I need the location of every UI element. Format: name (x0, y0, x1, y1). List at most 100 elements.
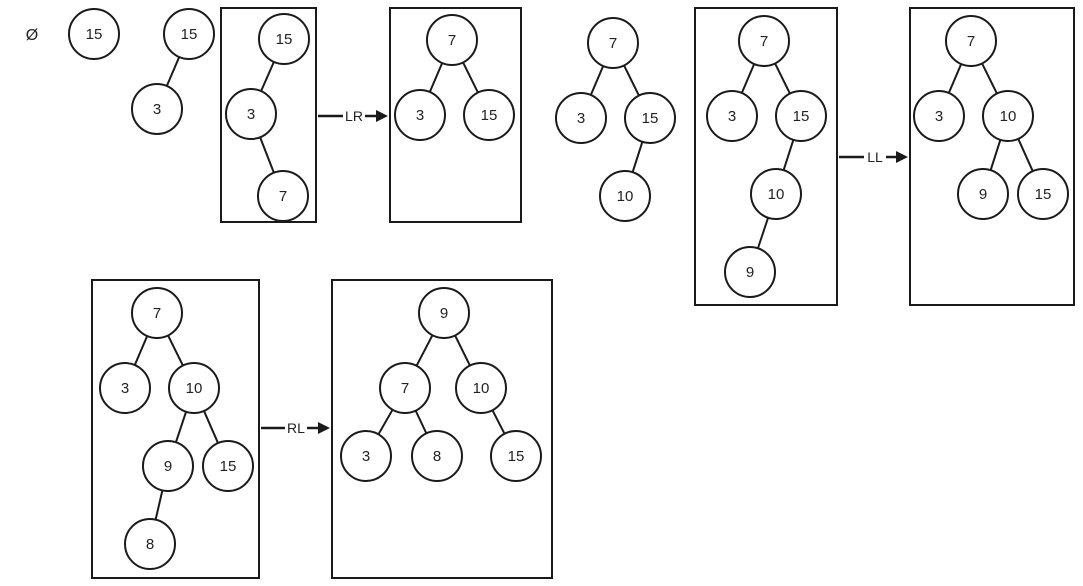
node-circle (68, 8, 120, 60)
node-label: 15 (508, 448, 525, 465)
node-circle (131, 83, 183, 135)
tree-node: 15 (1017, 168, 1069, 220)
node-label: 3 (728, 108, 736, 125)
frames-layer (91, 7, 1075, 579)
tree-node: 8 (124, 518, 176, 570)
node-label: 15 (276, 31, 293, 48)
node-circle (394, 89, 446, 141)
tree-node: 15 (258, 13, 310, 65)
tree-node: 3 (131, 83, 183, 135)
tree-node: 15 (163, 8, 215, 60)
node-label: 9 (164, 458, 172, 475)
tree-edge (589, 65, 605, 96)
node-circle (957, 168, 1009, 220)
node-label: 3 (416, 107, 424, 124)
tree-edge (740, 63, 756, 94)
node-label: 7 (448, 32, 456, 49)
node-label: 9 (746, 264, 754, 281)
tree-node: 15 (624, 92, 676, 144)
node-circle (202, 440, 254, 492)
arrow-head-icon (896, 151, 908, 163)
node-label: 3 (153, 101, 161, 118)
tree-node: 3 (555, 92, 607, 144)
node-label: 3 (577, 110, 585, 127)
node-circle (1017, 168, 1069, 220)
node-circle (124, 518, 176, 570)
tree-edge (154, 490, 164, 520)
rotation-arrow: LL (839, 147, 908, 167)
rotation-label: RL (287, 420, 305, 436)
node-label: 8 (433, 448, 441, 465)
stage-frame-s8 (91, 279, 260, 579)
stage-frame-s4 (389, 7, 522, 223)
node-circle (131, 287, 183, 339)
tree-edge (462, 61, 479, 94)
tree-node: 9 (418, 287, 470, 339)
tree-edge (782, 139, 795, 171)
tree-edge (260, 61, 275, 92)
edges-layer (133, 56, 1034, 520)
tree-edge (454, 334, 471, 367)
node-circle (225, 88, 277, 140)
tree-node: 9 (724, 246, 776, 298)
tree-edge (203, 410, 219, 444)
rotation-label: LL (867, 149, 883, 165)
node-label: 10 (473, 380, 490, 397)
node-label: 15 (86, 26, 103, 43)
tree-node: 10 (599, 170, 651, 222)
node-circle (455, 362, 507, 414)
nodes-layer: 15 15 3 15 3 7 7 3 15 7 3 15 10 7 3 15 10 9 7 3 10 9 15 7 3 10 9 15… (68, 8, 1069, 570)
tree-edge (774, 62, 791, 95)
tree-edge (989, 139, 1002, 171)
node-label: 15 (220, 458, 237, 475)
node-label: 7 (609, 35, 617, 52)
node-circle (379, 362, 431, 414)
node-circle (624, 92, 676, 144)
node-label: 7 (760, 33, 768, 50)
node-circle (168, 362, 220, 414)
node-label: 15 (181, 26, 198, 43)
node-circle (426, 14, 478, 66)
tree-node: 3 (99, 362, 151, 414)
stage-frame-s7 (909, 7, 1075, 306)
node-label: 15 (1035, 186, 1052, 203)
rotation-label-background (343, 106, 365, 126)
tree-edge (133, 335, 149, 366)
node-circle (587, 17, 639, 69)
tree-node: 7 (257, 170, 309, 222)
node-circle (418, 287, 470, 339)
tree-edge (623, 64, 640, 97)
node-circle (411, 430, 463, 482)
node-label: 10 (186, 380, 203, 397)
tree-edge (491, 409, 506, 435)
tree-node: 15 (68, 8, 120, 60)
node-label: 15 (793, 108, 810, 125)
arrow-head-icon (318, 422, 330, 434)
node-label: 7 (967, 33, 975, 50)
node-label: 9 (979, 186, 987, 203)
node-circle (257, 170, 309, 222)
rotation-arrow: LR (318, 106, 388, 126)
tree-node: 7 (131, 287, 183, 339)
tree-node: 7 (945, 15, 997, 67)
rotation-label-background (864, 147, 886, 167)
tree-edge (415, 334, 434, 367)
stage-frame-s9 (331, 279, 553, 579)
tree-node: 7 (587, 17, 639, 69)
tree-node: 3 (225, 88, 277, 140)
node-label: 7 (153, 305, 161, 322)
node-circle (913, 90, 965, 142)
tree-edge (428, 62, 444, 93)
node-label: 3 (362, 448, 370, 465)
node-label: 15 (642, 110, 659, 127)
tree-edge (259, 136, 275, 174)
node-label: 10 (768, 186, 785, 203)
node-label: 3 (935, 108, 943, 125)
tree-node: 7 (426, 14, 478, 66)
node-label: 9 (440, 305, 448, 322)
rotation-label: LR (345, 108, 363, 124)
tree-node: 15 (775, 90, 827, 142)
empty-tree-symbol: Ø (26, 27, 38, 44)
node-circle (775, 90, 827, 142)
node-label: 15 (481, 107, 498, 124)
